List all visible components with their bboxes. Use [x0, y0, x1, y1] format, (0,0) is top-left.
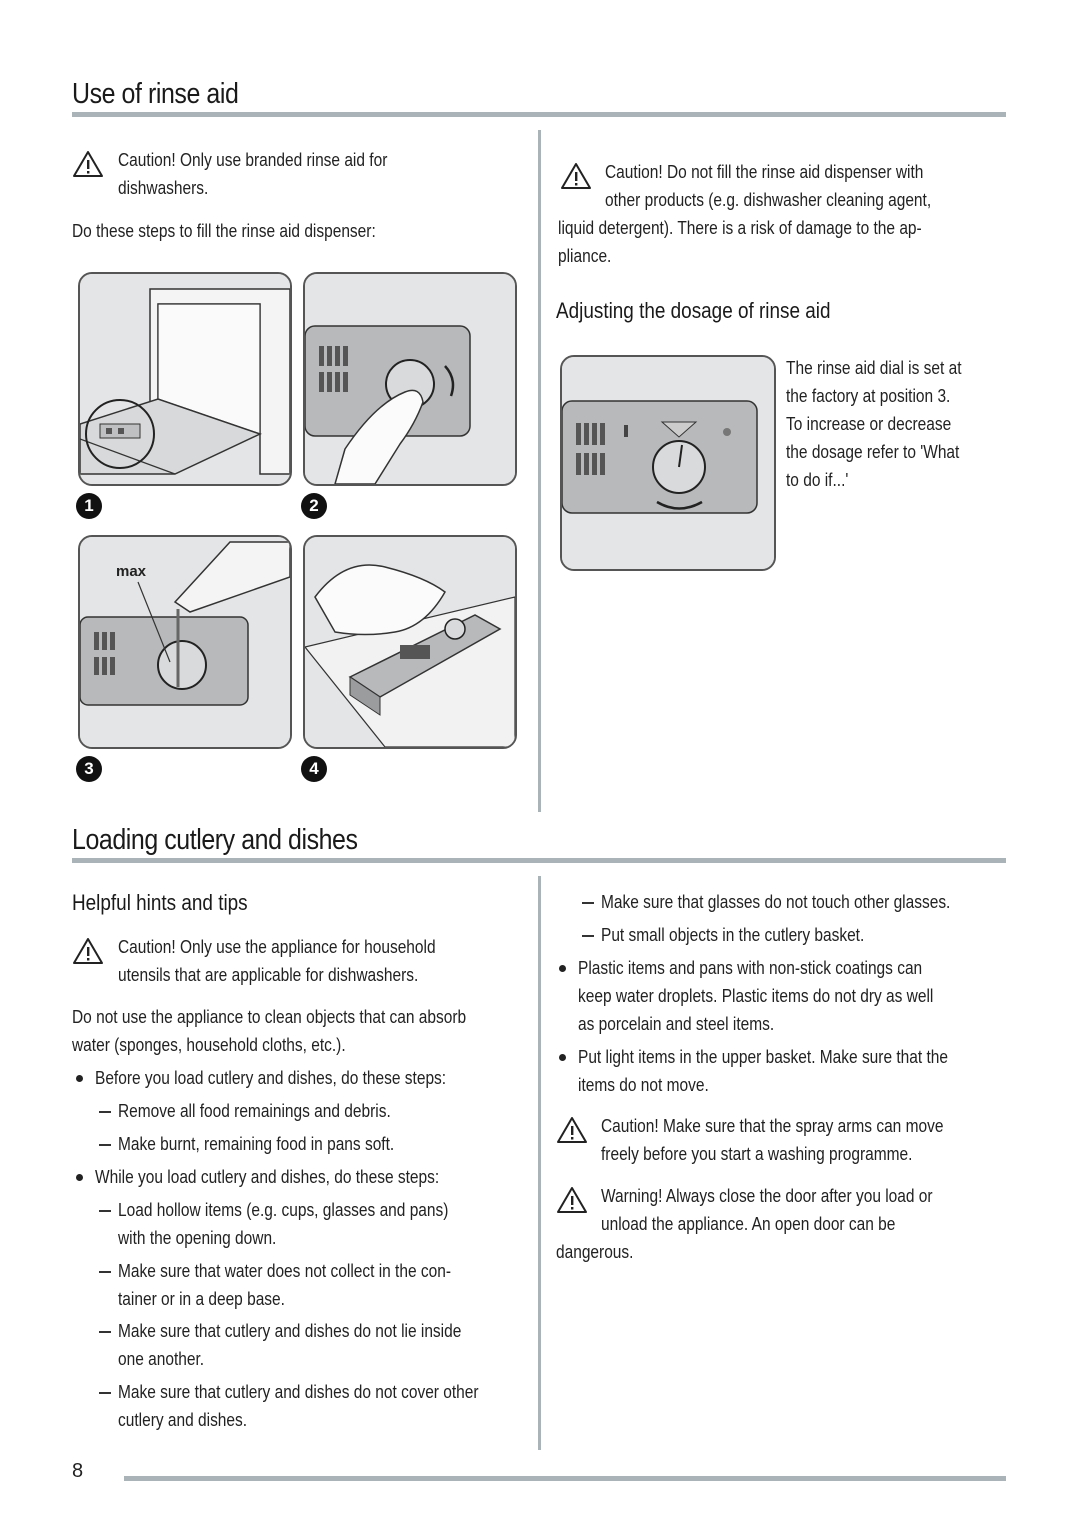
warning-close-door: Warning! Always close the door after you… — [601, 1186, 933, 1234]
list-item: Make sure that water does not collect in… — [118, 1261, 451, 1309]
subheading-hints: Helpful hints and tips — [72, 890, 248, 915]
step4-illustration — [303, 535, 517, 749]
step-number-1: 1 — [76, 493, 102, 519]
list-item: Put light items in the upper basket. Mak… — [578, 1047, 949, 1095]
caution-household: Caution! Only use the appliance for hous… — [118, 937, 436, 985]
step-number-4: 4 — [301, 756, 327, 782]
dash — [99, 1331, 111, 1333]
bullet — [76, 1174, 83, 1181]
list-item: Put small objects in the cutlery basket. — [601, 925, 865, 945]
dosage-dial-illustration — [560, 355, 776, 571]
page-number: 8 — [72, 1460, 84, 1482]
list-item: Make sure that cutlery and dishes do not… — [118, 1382, 479, 1430]
dash — [99, 1111, 111, 1113]
caution-other-products-cont: liquid detergent). There is a risk of da… — [558, 218, 922, 266]
warning-icon — [73, 938, 103, 964]
step3-illustration: max — [78, 535, 292, 749]
section-title-loading: Loading cutlery and dishes — [72, 824, 358, 856]
step1-illustration — [78, 272, 292, 486]
dosage-description: The rinse aid dial is set at the factory… — [786, 358, 962, 490]
dash — [582, 902, 594, 904]
column-divider — [538, 876, 541, 1450]
list-item: Make sure that glasses do not touch othe… — [601, 892, 951, 912]
list-item: Make sure that cutlery and dishes do not… — [118, 1321, 462, 1369]
dash — [99, 1144, 111, 1146]
caution-keyword: Caution! — [605, 162, 663, 182]
warning-icon — [557, 1117, 587, 1143]
list-item: While you load cutlery and dishes, do th… — [95, 1167, 440, 1187]
bullet — [559, 965, 566, 972]
subheading-dosage: Adjusting the dosage of rinse aid — [556, 298, 831, 323]
dash — [99, 1271, 111, 1273]
step-number-2: 2 — [301, 493, 327, 519]
caution-keyword: Caution! — [118, 150, 176, 170]
warning-icon — [73, 151, 103, 177]
list-item: Remove all food remainings and debris. — [118, 1101, 391, 1121]
section-title-rinse-aid: Use of rinse aid — [72, 78, 239, 110]
column-divider — [538, 130, 541, 812]
warning-keyword: Warning! — [601, 1186, 663, 1206]
section-rule — [72, 858, 1006, 863]
warning-icon — [561, 163, 591, 189]
caution-spray-arms: Caution! Make sure that the spray arms c… — [601, 1116, 944, 1164]
warning-close-door-cont: dangerous. — [556, 1242, 634, 1262]
caution-rinse-aid-brand: Caution! Only use branded rinse aid for … — [118, 150, 388, 198]
bullet — [559, 1054, 566, 1061]
step2-illustration — [303, 272, 517, 486]
list-item: Make burnt, remaining food in pans soft. — [118, 1134, 395, 1154]
list-item: Plastic items and pans with non-stick co… — [578, 958, 934, 1034]
dash — [99, 1392, 111, 1394]
list-item: Load hollow items (e.g. cups, glasses an… — [118, 1200, 449, 1248]
absorb-paragraph: Do not use the appliance to clean object… — [72, 1007, 467, 1055]
caution-keyword: Caution! — [118, 937, 176, 957]
list-item: Before you load cutlery and dishes, do t… — [95, 1068, 447, 1088]
dash — [99, 1210, 111, 1212]
warning-icon — [557, 1187, 587, 1213]
caution-other-products: Caution! Do not fill the rinse aid dispe… — [605, 162, 932, 210]
dash — [582, 935, 594, 937]
max-label: max — [116, 563, 147, 580]
step-number-3: 3 — [76, 756, 102, 782]
intro-text: Do these steps to fill the rinse aid dis… — [72, 221, 376, 241]
bullet — [76, 1075, 83, 1082]
footer-rule — [124, 1476, 1006, 1481]
caution-keyword: Caution! — [601, 1116, 659, 1136]
section-rule — [72, 112, 1006, 117]
